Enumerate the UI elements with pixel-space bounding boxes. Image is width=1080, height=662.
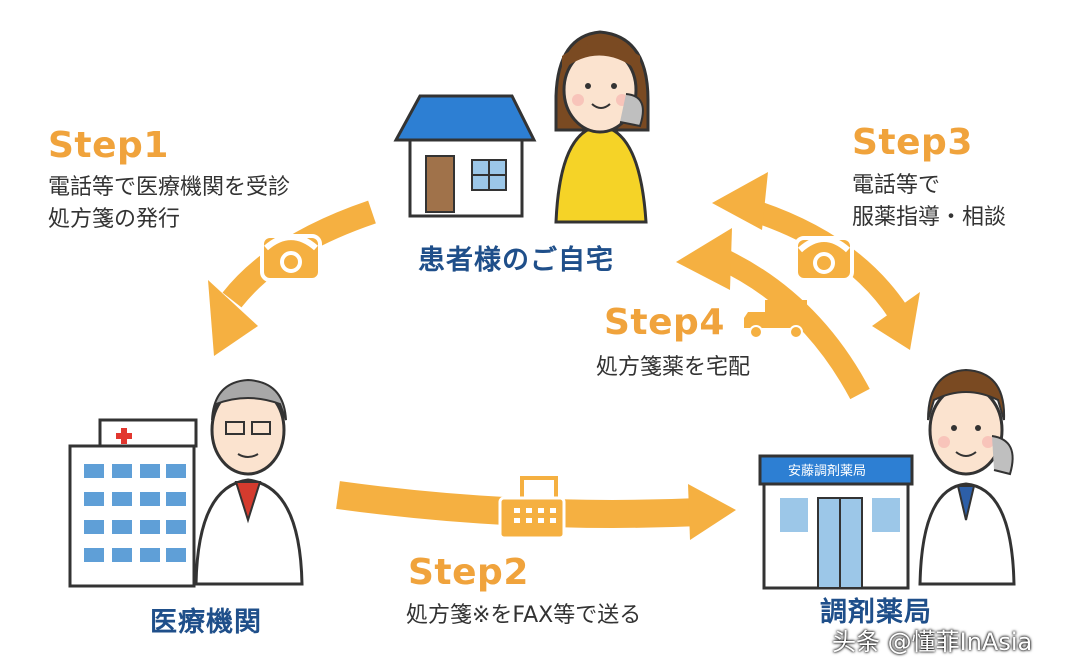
- step3-title: Step3: [852, 122, 973, 163]
- step3-line2: 服薬指導・相談: [852, 205, 1007, 230]
- step1-line2: 処方箋の発行: [48, 207, 181, 232]
- step1-title: Step1: [48, 125, 169, 166]
- step1-line1: 電話等で医療機関を受診: [48, 175, 291, 200]
- home-label: 患者様のご自宅: [418, 245, 614, 276]
- step1-arrow: [208, 200, 376, 356]
- clinic-label: 医療機関: [150, 607, 262, 638]
- doctor-illustration: [194, 378, 304, 586]
- patient-woman-illustration: [554, 30, 650, 224]
- step2-title: Step2: [408, 552, 529, 593]
- step2-line1: 処方箋※をFAX等で送る: [406, 603, 642, 628]
- step4-title: Step4: [604, 302, 725, 343]
- house-illustration: [393, 94, 537, 218]
- step4-line1: 処方箋薬を宅配: [596, 355, 751, 380]
- pharmacy-label: 調剤薬局: [820, 597, 932, 628]
- telephone-icon: [260, 234, 322, 282]
- step3-line1: 電話等で: [852, 173, 941, 198]
- watermark: 头条 @懂菲InAsia: [832, 628, 1033, 656]
- pharmacist-illustration: [918, 368, 1016, 586]
- hospital-building-illustration: [68, 418, 198, 588]
- pharmacy-building-illustration: [758, 454, 914, 590]
- delivery-truck-icon: [744, 300, 807, 339]
- telephone-icon: [794, 236, 854, 282]
- fax-icon: [498, 476, 566, 540]
- pharmacy-sign-text: 安藤調剤薬局: [788, 464, 867, 479]
